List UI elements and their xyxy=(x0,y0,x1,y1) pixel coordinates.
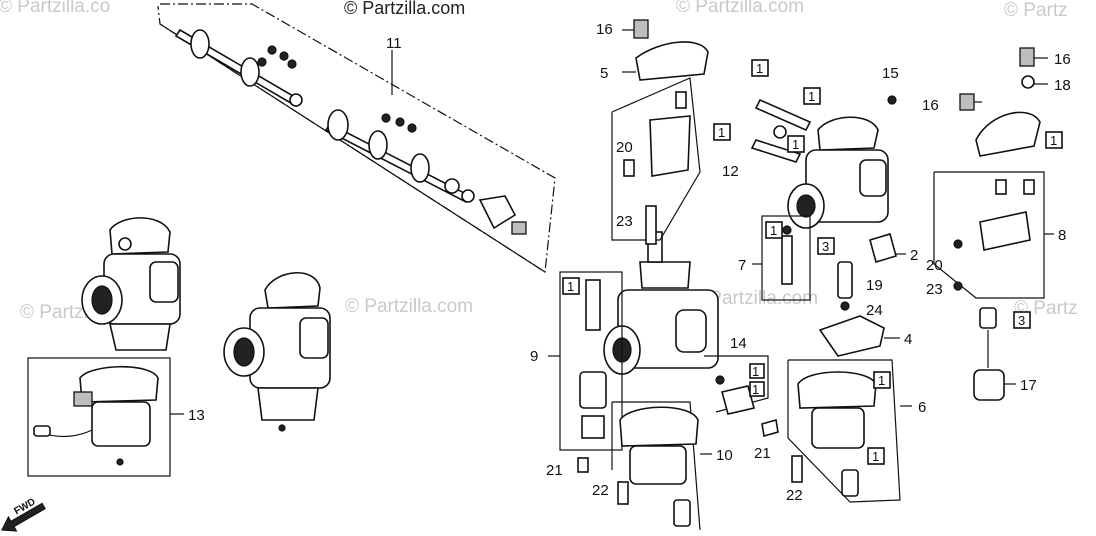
part-3-right xyxy=(979,307,997,329)
callout-5: 5 xyxy=(600,65,608,82)
callout-1-group7: 1 xyxy=(770,223,777,238)
callout-16-right: 16 xyxy=(1054,51,1071,68)
callout-10: 10 xyxy=(716,447,733,464)
carburetor-middle-assembled xyxy=(223,272,331,432)
callout-1-group14a: 1 xyxy=(752,364,759,379)
callout-1-a: 1 xyxy=(756,61,763,76)
callout-1-b: 1 xyxy=(808,89,815,104)
callout-1-group6b: 1 xyxy=(872,449,879,464)
callout-15: 15 xyxy=(882,65,899,82)
watermark-center: © Partzilla.com xyxy=(345,296,473,317)
callout-23-left: 23 xyxy=(616,213,633,230)
watermark-top-left: © Partzilla.co xyxy=(0,0,110,17)
box-1-right xyxy=(1045,131,1063,149)
callout-3-right: 3 xyxy=(1018,313,1025,328)
box-1-b xyxy=(803,87,821,105)
screw-21-left xyxy=(577,457,589,473)
callout-4: 4 xyxy=(904,331,912,348)
callout-20-right: 20 xyxy=(926,257,943,274)
carburetor-center-exploded xyxy=(603,210,719,375)
callout-7: 7 xyxy=(738,257,746,274)
callout-3-mid: 3 xyxy=(822,239,829,254)
float-bowl-assembly-10 xyxy=(611,401,712,531)
callout-18: 18 xyxy=(1054,77,1071,94)
callout-23-right: 23 xyxy=(926,281,943,298)
box-1-d xyxy=(787,135,805,153)
screw-22-left xyxy=(617,481,629,505)
part-19 xyxy=(837,261,853,299)
box-1-c xyxy=(713,123,731,141)
callout-9: 9 xyxy=(530,348,538,365)
carburetor-right-exploded xyxy=(750,95,897,229)
callout-19: 19 xyxy=(866,277,883,294)
watermark-top-far-right: © Partz xyxy=(1004,0,1068,21)
callout-16-top: 16 xyxy=(596,21,613,38)
throttle-linkage-group-8 xyxy=(933,171,1054,299)
top-cover-group-5 xyxy=(611,19,709,245)
callout-21-left: 21 xyxy=(546,462,563,479)
box-1-group7 xyxy=(765,221,783,239)
screw-21-right xyxy=(761,418,779,438)
box-1-group9 xyxy=(562,277,580,295)
part-17 xyxy=(973,369,1005,401)
float-bowl-assembly-13 xyxy=(27,357,184,477)
choke-parts-14 xyxy=(704,355,769,415)
part-2 xyxy=(869,232,897,264)
callout-17: 17 xyxy=(1020,377,1037,394)
callout-1-group9: 1 xyxy=(567,279,574,294)
callout-21-right: 21 xyxy=(754,445,771,462)
callout-14: 14 xyxy=(730,335,747,352)
part-4 xyxy=(818,315,885,357)
box-3-right xyxy=(1013,311,1031,329)
callout-24: 24 xyxy=(866,302,883,319)
throttle-shaft-assembly xyxy=(157,3,556,274)
carburetor-left-assembled xyxy=(81,217,181,351)
callout-1-c: 1 xyxy=(718,125,725,140)
callout-11: 11 xyxy=(386,35,402,52)
callout-1-group6a: 1 xyxy=(878,373,885,388)
callout-8: 8 xyxy=(1058,227,1066,244)
box-1-a xyxy=(751,59,769,77)
callout-1-d: 1 xyxy=(792,137,799,152)
box-1-group6b xyxy=(867,447,885,465)
callout-1-group14b: 1 xyxy=(752,382,759,397)
box-1-group6a xyxy=(873,371,891,389)
part-24 xyxy=(840,301,850,311)
callout-22-right: 22 xyxy=(786,487,803,504)
float-bowl-assembly-6 xyxy=(787,359,912,503)
callout-6: 6 xyxy=(918,399,926,416)
needle-jet-assembly-9 xyxy=(548,271,623,451)
forward-direction-arrow: FWD xyxy=(1,496,46,532)
screw-22-right xyxy=(791,455,803,483)
callout-20-left: 20 xyxy=(616,139,633,156)
top-cover-group-right xyxy=(959,47,1048,157)
box-3-mid xyxy=(817,237,835,255)
callout-1-right: 1 xyxy=(1050,133,1057,148)
callout-16-mid: 16 xyxy=(922,97,939,114)
watermark-top-right: © Partzilla.com xyxy=(676,0,804,17)
callout-22-left: 22 xyxy=(592,482,609,499)
watermark-top: © Partzilla.com xyxy=(344,0,465,18)
callout-13: 13 xyxy=(188,407,205,424)
watermark-center-right: © Partzilla.com xyxy=(690,288,818,309)
callout-2: 2 xyxy=(910,247,918,264)
callout-12: 12 xyxy=(722,163,739,180)
jet-group-7 xyxy=(752,215,811,301)
